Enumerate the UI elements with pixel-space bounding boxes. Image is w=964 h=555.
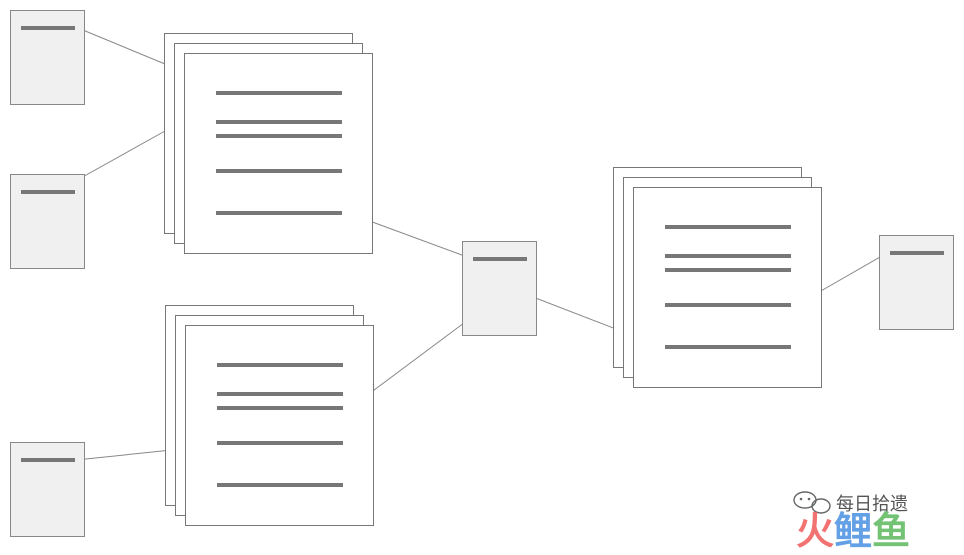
stack-line [217, 363, 343, 367]
stack-line [665, 345, 791, 349]
doc-line [21, 26, 75, 30]
doc-right [879, 235, 954, 330]
stack-line [217, 406, 343, 410]
stack-line [216, 211, 342, 215]
doc-line [21, 458, 75, 462]
stack-line [665, 225, 791, 229]
watermark-brand: 火鲤鱼 [796, 500, 910, 555]
doc-line [21, 190, 75, 194]
doc-left-bottom [10, 442, 85, 537]
doc-left-top [10, 10, 85, 105]
stack-line [665, 303, 791, 307]
doc-left-middle [10, 174, 85, 269]
stack-line [216, 120, 342, 124]
document-stack-right [613, 167, 822, 388]
document-stack-top [164, 33, 373, 254]
watermark-brand-char-3: 鱼 [872, 509, 911, 553]
stack-line [217, 441, 343, 445]
stack-line [216, 134, 342, 138]
stack-line [216, 91, 342, 95]
watermark-brand-char-2: 鲤 [834, 509, 873, 553]
watermark-brand-char-1: 火 [796, 509, 835, 553]
doc-line [890, 251, 944, 255]
doc-line [473, 257, 527, 261]
wechat-icon [793, 491, 831, 514]
connector-doc1-stack1 [77, 27, 166, 65]
stack-line [665, 254, 791, 258]
document-stack-bottom [165, 305, 374, 526]
watermark-caption: 每日拾遗 [836, 494, 908, 515]
stack-line [217, 483, 343, 487]
doc-center [462, 241, 537, 336]
stack-line [216, 169, 342, 173]
stack-line [217, 392, 343, 396]
connector-doc2-stack1 [69, 130, 166, 185]
stack-line [665, 268, 791, 272]
